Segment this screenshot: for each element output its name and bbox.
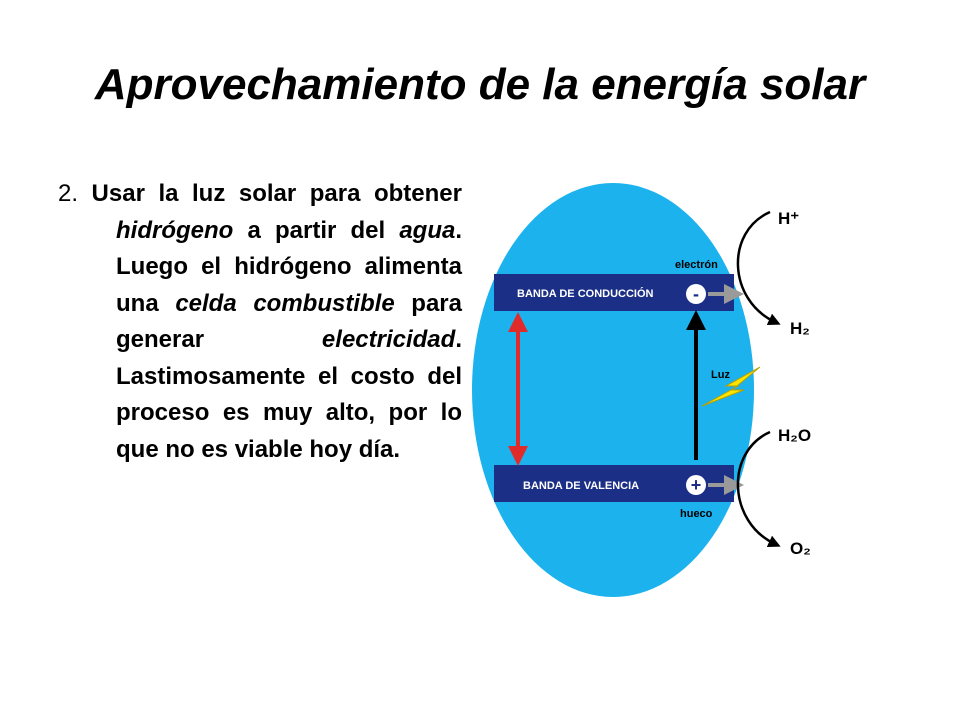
emphasis-fuel-cell: celda combustible xyxy=(175,289,395,317)
conduction-band-label: BANDA DE CONDUCCIÓN xyxy=(517,287,654,300)
electron-label: electrón xyxy=(675,259,718,271)
body-text: 2. Usar la luz solar para obtener hidróg… xyxy=(58,176,462,468)
hole-sign: + xyxy=(691,475,702,495)
lightning-bolt-icon xyxy=(701,366,761,407)
text-segment: para generar xyxy=(116,289,462,354)
hole-label: hueco xyxy=(680,508,713,520)
valence-band-label: BANDA DE VALENCIA xyxy=(523,480,639,492)
semiconductor-cell xyxy=(472,183,754,597)
hole-icon xyxy=(686,475,706,495)
text-segment: a partir del xyxy=(233,216,400,244)
text-segment: . Luego el hidrógeno alimenta una xyxy=(116,216,462,317)
reduction-arrow xyxy=(736,210,781,326)
list-item: 2. Usar la luz solar para obtener hidróg… xyxy=(58,176,462,468)
photocatalysis-diagram: BANDA DE CONDUCCIÓN BANDA DE VALENCIA - … xyxy=(472,183,811,597)
water-label: H₂O xyxy=(778,426,811,445)
text-segment: . Lastimosamente el costo del proceso es… xyxy=(116,326,462,463)
proton-label: H⁺ xyxy=(778,209,799,228)
electron-icon xyxy=(686,284,706,304)
oxidation-arrow xyxy=(736,430,781,548)
item-number: 2. xyxy=(58,180,79,207)
text-segment: Usar la luz solar para obtener xyxy=(78,180,462,207)
emphasis-electricity: electricidad xyxy=(321,326,456,353)
hydrogen-label: H₂ xyxy=(790,319,810,338)
electron-sign: - xyxy=(693,284,699,304)
emphasis-hydrogen: hidrógeno xyxy=(116,216,234,244)
oxygen-label: O₂ xyxy=(790,539,811,558)
light-label: Luz xyxy=(711,369,730,381)
slide-title: Aprovechamiento de la energía solar xyxy=(94,60,866,109)
emphasis-water: agua xyxy=(399,216,456,244)
